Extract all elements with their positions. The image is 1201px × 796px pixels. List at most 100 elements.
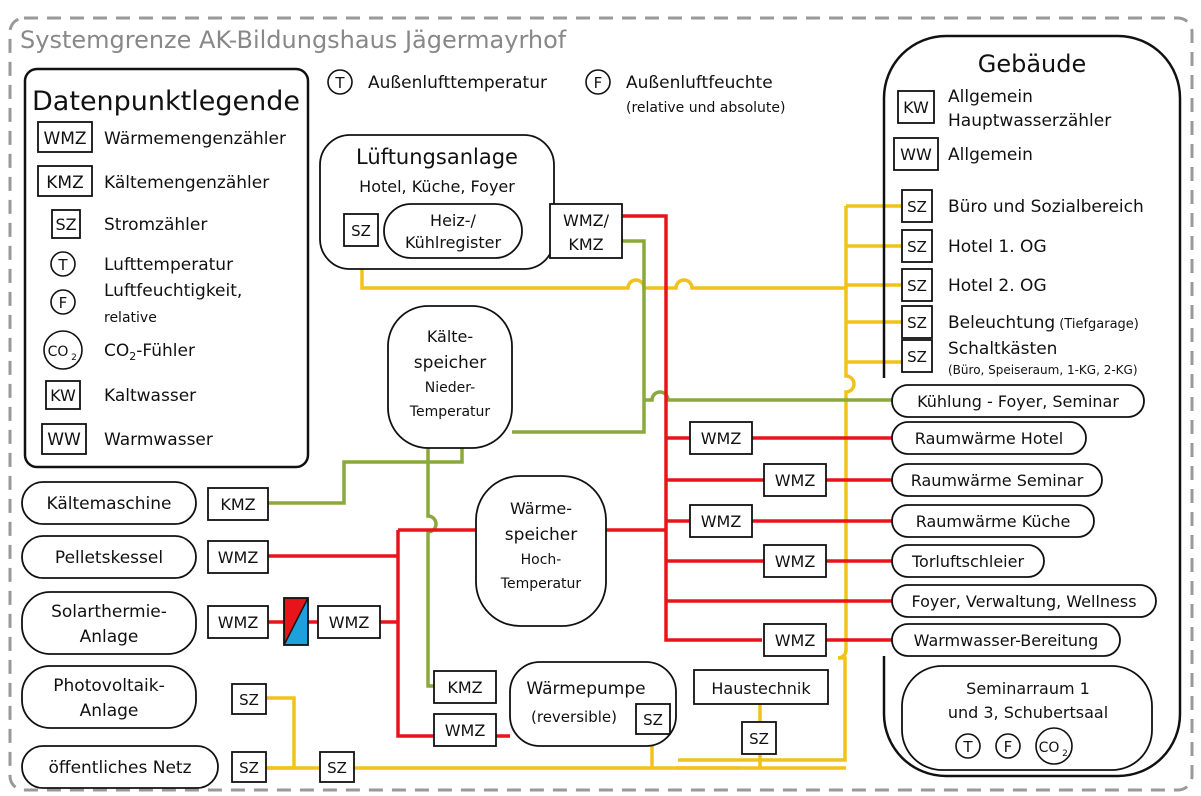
- gebaeude-hotel1: Hotel 1. OG: [948, 237, 1047, 257]
- beleuchtung-sz: SZ: [907, 314, 927, 332]
- gebaeude-schaltkaesten-2: (Büro, Speiseraum, 1-KG, 2-KG): [948, 363, 1138, 377]
- legend-t-label: Lufttemperatur: [104, 255, 233, 275]
- kaeltespeicher-l4: Temperatur: [409, 404, 491, 420]
- sources: Kältemaschine KMZ Pelletskessel WMZ Sola…: [21, 481, 381, 789]
- pellets-wmz: WMZ: [218, 548, 259, 567]
- gebaeude-ww-symbol: WW: [900, 145, 932, 164]
- legend-ww-symbol: WW: [47, 430, 81, 450]
- buero-sz: SZ: [907, 198, 927, 216]
- gebaeude-hotel2: Hotel 2. OG: [948, 276, 1047, 296]
- legend-co2-symbol: CO: [48, 344, 69, 360]
- kaeltespeicher-l3: Nieder-: [425, 380, 475, 396]
- seminar-t-sensor: T: [962, 738, 973, 756]
- haustechnik-label: Haustechnik: [711, 679, 811, 698]
- netz-sz-1: SZ: [239, 759, 259, 777]
- lueftung-sub: Hotel, Küche, Foyer: [359, 177, 515, 196]
- tor-wmz: WMZ: [775, 552, 816, 571]
- waermespeicher-l3: Hoch-: [521, 552, 562, 568]
- kaeltespeicher-l2: speicher: [414, 353, 486, 373]
- lueftung-meter-1: WMZ/: [563, 211, 610, 230]
- seminarraum-2: und 3, Schubertsaal: [948, 703, 1108, 722]
- gebaeude-ww-1: Allgemein: [948, 145, 1033, 165]
- legend-sz-symbol: SZ: [55, 215, 76, 234]
- kaeltespeicher: Kälte- speicher Nieder- Temperatur: [387, 305, 513, 449]
- hotel1-sz: SZ: [907, 238, 927, 256]
- kueche-wmz: WMZ: [701, 512, 742, 531]
- hotel-wmz: WMZ: [701, 429, 742, 448]
- haustechnik-sz: SZ: [749, 730, 769, 748]
- waermepumpe-label-1: Wärmepumpe: [526, 679, 645, 699]
- gebaeude: Gebäude KW Allgemein Hauptwasserzähler W…: [882, 34, 1182, 778]
- waermespeicher-l1: Wärme-: [510, 499, 572, 518]
- gebaeude-title: Gebäude: [978, 50, 1087, 78]
- legend-ww-label: Warmwasser: [104, 430, 213, 450]
- solar-label-1: Solarthermie-: [51, 602, 167, 622]
- outdoor-f-sub: (relative und absolute): [626, 100, 785, 116]
- gebaeude-kw-symbol: KW: [903, 98, 929, 117]
- legend-kmz-label: Kältemengenzähler: [104, 173, 269, 193]
- gebaeude-beleuchtung: Beleuchtung(Tiefgarage): [948, 313, 1139, 333]
- waermepumpe-label-2: (reversible): [531, 708, 617, 726]
- solar-wmz-2: WMZ: [329, 613, 370, 632]
- seminarraum-1: Seminarraum 1: [966, 679, 1090, 698]
- consumer-seminar: Raumwärme Seminar: [911, 471, 1084, 490]
- waermepumpe-kmz: KMZ: [447, 678, 482, 697]
- legend-sz-label: Stromzähler: [104, 215, 207, 235]
- legend-kmz-symbol: KMZ: [46, 173, 83, 193]
- consumer-tor: Torluftschleier: [911, 552, 1024, 571]
- lueftung-meter-2: KMZ: [568, 235, 603, 254]
- waermespeicher: Wärme- speicher Hoch- Temperatur: [475, 475, 607, 627]
- legend-co2-symbol-sub: 2: [71, 353, 77, 363]
- seminar-co2-sensor: CO: [1039, 740, 1060, 756]
- kaeltemaschine-label: Kältemaschine: [46, 494, 171, 514]
- seminar-wmz: WMZ: [775, 471, 816, 490]
- legend-co2-label: CO2-Fühler: [104, 341, 195, 363]
- lueftungsanlage: Lüftungsanlage Hotel, Küche, Foyer SZ He…: [319, 134, 623, 270]
- legend-f-label-2: relative: [104, 310, 157, 326]
- legend-title: Datenpunktlegende: [32, 86, 300, 117]
- ww-wmz: WMZ: [775, 631, 816, 650]
- pellets-label: Pelletskessel: [55, 548, 163, 568]
- pv-label-1: Photovoltaik-: [53, 676, 164, 696]
- waermepumpe: Wärmepumpe (reversible) SZ KMZ WMZ: [433, 661, 677, 747]
- haustechnik: Haustechnik SZ: [693, 669, 829, 755]
- consumer-hotel: Raumwärme Hotel: [915, 429, 1063, 448]
- waermepumpe-wmz: WMZ: [445, 721, 486, 740]
- legend-wmz-label: Wärmemengenzähler: [104, 129, 286, 149]
- consumer-kuehlung: Kühlung - Foyer, Seminar: [917, 392, 1119, 411]
- pv-sz: SZ: [239, 691, 259, 709]
- solar-wmz-1: WMZ: [218, 613, 259, 632]
- outdoor-f-symbol: F: [594, 74, 603, 92]
- diagram-title: Systemgrenze AK-Bildungshaus Jägermayrho…: [20, 26, 567, 54]
- legend-kw-label: Kaltwasser: [104, 386, 196, 406]
- lueftung-title: Lüftungsanlage: [356, 145, 518, 169]
- outdoor-sensors: T Außenlufttemperatur F Außenluftfeuchte…: [327, 69, 785, 116]
- netz-sz-2: SZ: [327, 759, 347, 777]
- waermespeicher-l2: speicher: [505, 525, 577, 545]
- gebaeude-schaltkaesten-1: Schaltkästen: [948, 339, 1057, 359]
- outdoor-f-label: Außenluftfeuchte: [626, 73, 773, 93]
- consumer-warmwasser: Warmwasser-Bereitung: [914, 631, 1099, 650]
- hotel2-sz: SZ: [907, 277, 927, 295]
- consumer-kueche: Raumwärme Küche: [916, 512, 1071, 531]
- legend-f-label-1: Luftfeuchtigkeit,: [104, 281, 242, 301]
- lueftung-sz: SZ: [351, 222, 371, 240]
- kaeltemaschine-kmz: KMZ: [220, 495, 255, 514]
- waermespeicher-l4: Temperatur: [500, 576, 582, 592]
- legend-t-symbol: T: [57, 256, 68, 274]
- waermepumpe-sz: SZ: [643, 711, 663, 729]
- register-label-1: Heiz-/: [430, 211, 476, 230]
- gebaeude-kw-2: Hauptwasserzähler: [948, 111, 1111, 131]
- legend-kw-symbol: KW: [50, 386, 76, 405]
- seminar-f-sensor: F: [1004, 738, 1013, 756]
- pv-label-2: Anlage: [80, 701, 139, 721]
- consumer-foyer: Foyer, Verwaltung, Wellness: [911, 592, 1136, 611]
- kaeltespeicher-l1: Kälte-: [427, 327, 473, 346]
- netz-label: öffentliches Netz: [48, 758, 191, 778]
- gebaeude-buero: Büro und Sozialbereich: [948, 197, 1144, 217]
- register-label-2: Kühlregister: [405, 233, 502, 252]
- legend-f-symbol: F: [59, 294, 68, 312]
- outdoor-t-label: Außenlufttemperatur: [368, 73, 547, 93]
- solar-label-2: Anlage: [80, 627, 139, 647]
